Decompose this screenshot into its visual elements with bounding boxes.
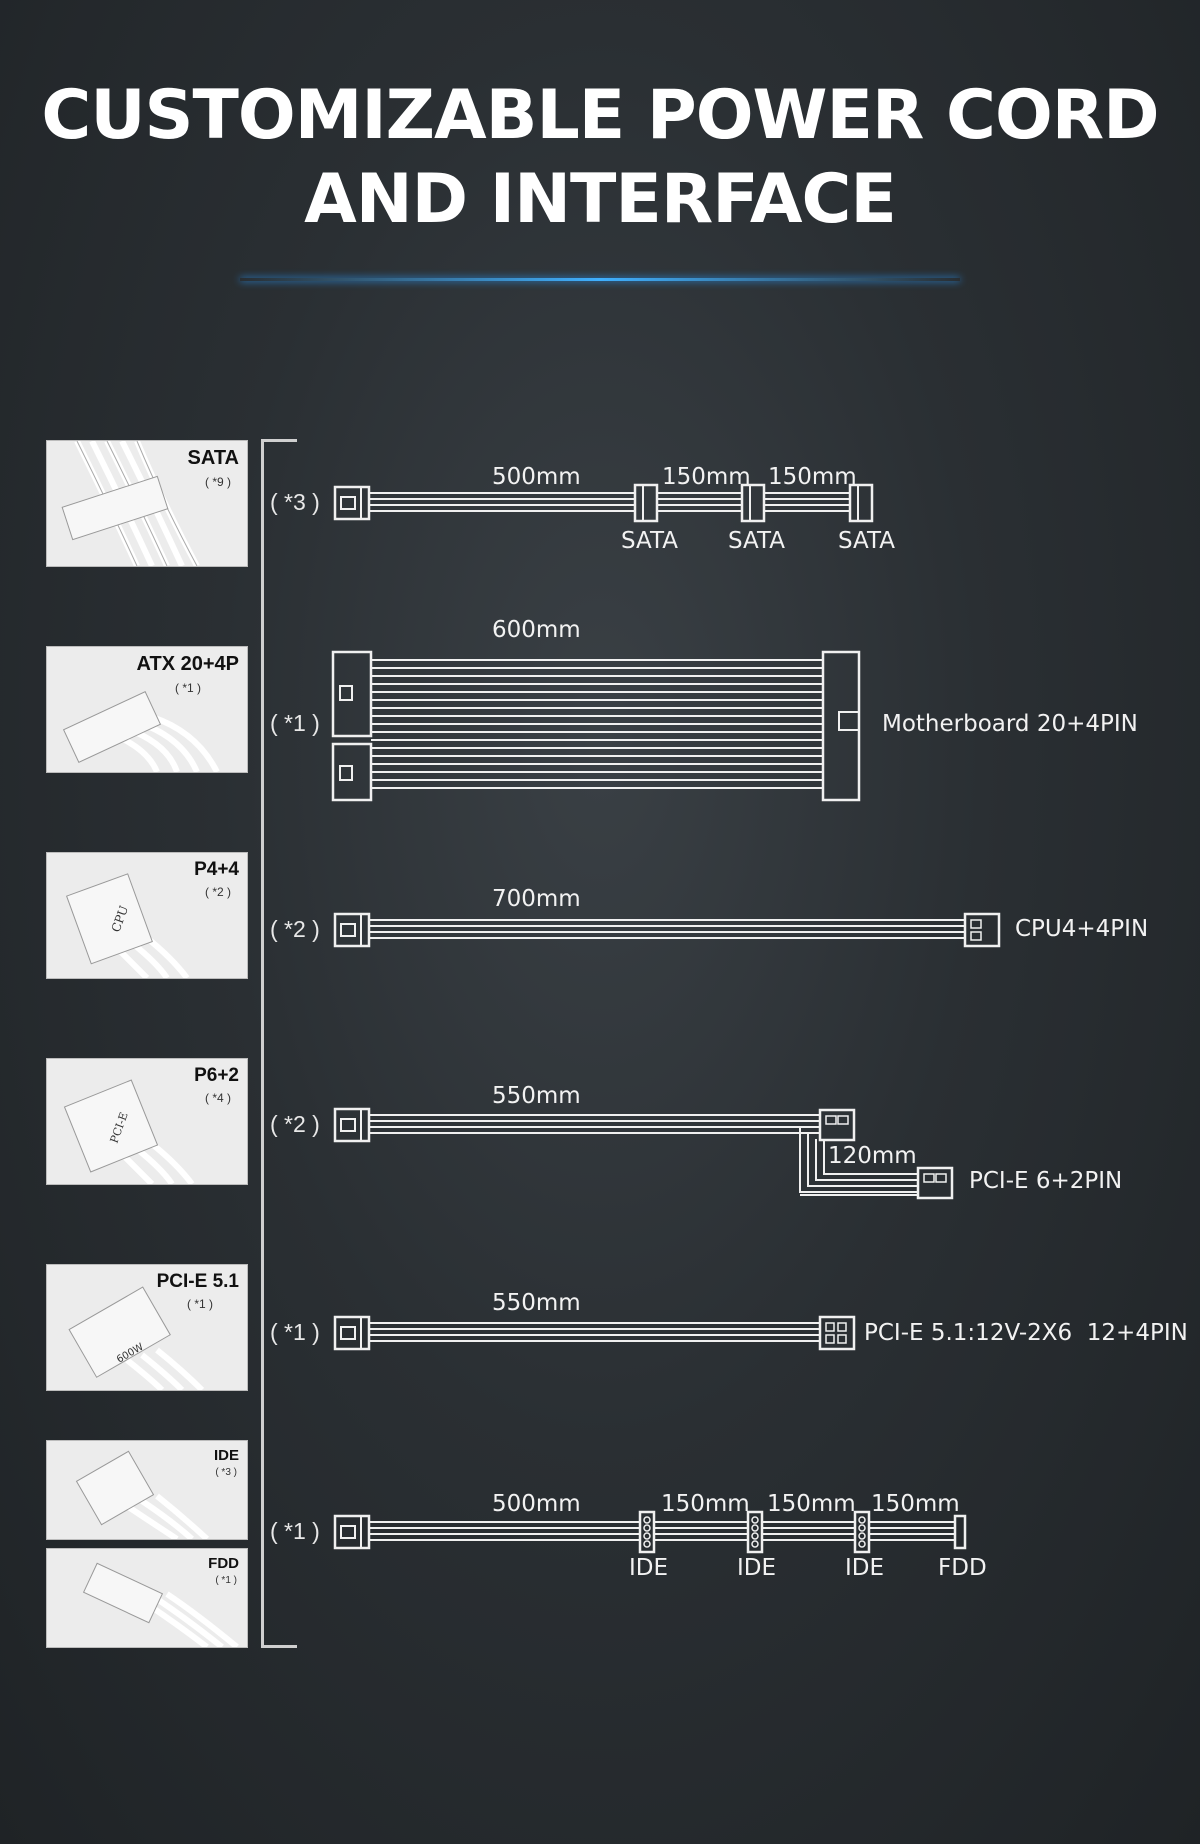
cable-pcie51-multiplier: ( *1 ) <box>270 1319 320 1345</box>
pcie-connector-image: PCI-E <box>63 1079 195 1184</box>
connector-card-p44: CPU P4+4 ( *2 ) <box>46 852 248 979</box>
cable-atx-multiplier: ( *1 ) <box>270 710 320 736</box>
cable-ide-multiplier: ( *1 ) <box>270 1518 320 1544</box>
connector-card-pcie51: 600W PCI-E 5.1 ( *1 ) <box>46 1264 248 1391</box>
length-label: 500mm <box>492 464 581 490</box>
length-label: 150mm <box>871 1491 960 1517</box>
cpu-connector-image: CPU <box>65 873 190 978</box>
end-label: IDE <box>845 1555 885 1581</box>
end-label: IDE <box>629 1555 669 1581</box>
connector-card-ide: IDE ( *3 ) <box>46 1440 248 1540</box>
end-label: IDE <box>737 1555 777 1581</box>
cable-ide-fdd <box>333 1510 967 1554</box>
cable-cpu <box>333 912 1001 948</box>
length-label: 600mm <box>492 617 581 643</box>
cable-bracket <box>261 439 304 1648</box>
atx-connector-image <box>62 691 220 772</box>
end-label: SATA <box>838 528 895 554</box>
cable-pcie62-multiplier: ( *2 ) <box>270 1111 320 1137</box>
connector-card-sata: SATA ( *9 ) <box>46 440 248 567</box>
connector-label-fdd: FDD <box>208 1555 239 1572</box>
end-label: Motherboard 20+4PIN <box>882 711 1138 737</box>
title-divider <box>240 278 960 281</box>
connector-label-pcie51: PCI-E 5.1 <box>156 1271 239 1292</box>
length-label: 150mm <box>767 1491 856 1517</box>
connector-count-pcie51: ( *1 ) <box>186 1297 213 1311</box>
connector-card-atx: ATX 20+4P ( *1 ) <box>46 646 248 773</box>
cable-pcie-6-2 <box>333 1107 954 1200</box>
connector-count-p62: ( *4 ) <box>204 1091 231 1105</box>
sata-connector-image <box>61 441 200 566</box>
page-title-line-1: CUSTOMIZABLE POWER CORD <box>41 76 1159 155</box>
pcie51-connector-image: 600W <box>68 1286 205 1390</box>
connector-count-atx: ( *1 ) <box>174 681 201 695</box>
page-title-line-2: AND INTERFACE <box>304 160 897 239</box>
length-label: 120mm <box>828 1143 917 1169</box>
fdd-connector-image <box>82 1562 239 1647</box>
end-label: CPU4+4PIN <box>1015 916 1149 942</box>
connector-count-fdd: ( *1 ) <box>215 1575 237 1586</box>
end-label: PCI-E 5.1:12V-2X6 12+4PIN <box>864 1320 1188 1346</box>
length-label: 150mm <box>768 464 857 490</box>
connector-label-atx: ATX 20+4P <box>136 653 239 675</box>
cable-pcie-5-1 <box>333 1315 856 1351</box>
length-label: 700mm <box>492 886 581 912</box>
connector-count-ide: ( *3 ) <box>215 1467 237 1478</box>
length-label: 550mm <box>492 1083 581 1109</box>
connector-count-sata: ( *9 ) <box>204 475 231 489</box>
end-label: SATA <box>621 528 678 554</box>
connector-card-fdd: FDD ( *1 ) <box>46 1548 248 1648</box>
length-label: 500mm <box>492 1491 581 1517</box>
length-label: 550mm <box>492 1290 581 1316</box>
cable-sata-multiplier: ( *3 ) <box>270 489 320 515</box>
connector-label-p62: P6+2 <box>194 1065 239 1086</box>
connector-label-ide: IDE <box>213 1447 239 1464</box>
length-label: 150mm <box>662 464 751 490</box>
cable-cpu-multiplier: ( *2 ) <box>270 916 320 942</box>
end-label: FDD <box>938 1555 987 1581</box>
length-label: 150mm <box>661 1491 750 1517</box>
cable-sata <box>333 483 874 523</box>
end-label: PCI-E 6+2PIN <box>969 1168 1123 1194</box>
connector-count-p44: ( *2 ) <box>204 885 231 899</box>
ide-connector-image <box>75 1450 210 1539</box>
connector-label-p44: P4+4 <box>194 859 239 880</box>
end-label: SATA <box>728 528 785 554</box>
cable-atx <box>331 650 861 802</box>
connector-card-p62: PCI-E P6+2 ( *4 ) <box>46 1058 248 1185</box>
connector-label-sata: SATA <box>187 447 239 469</box>
